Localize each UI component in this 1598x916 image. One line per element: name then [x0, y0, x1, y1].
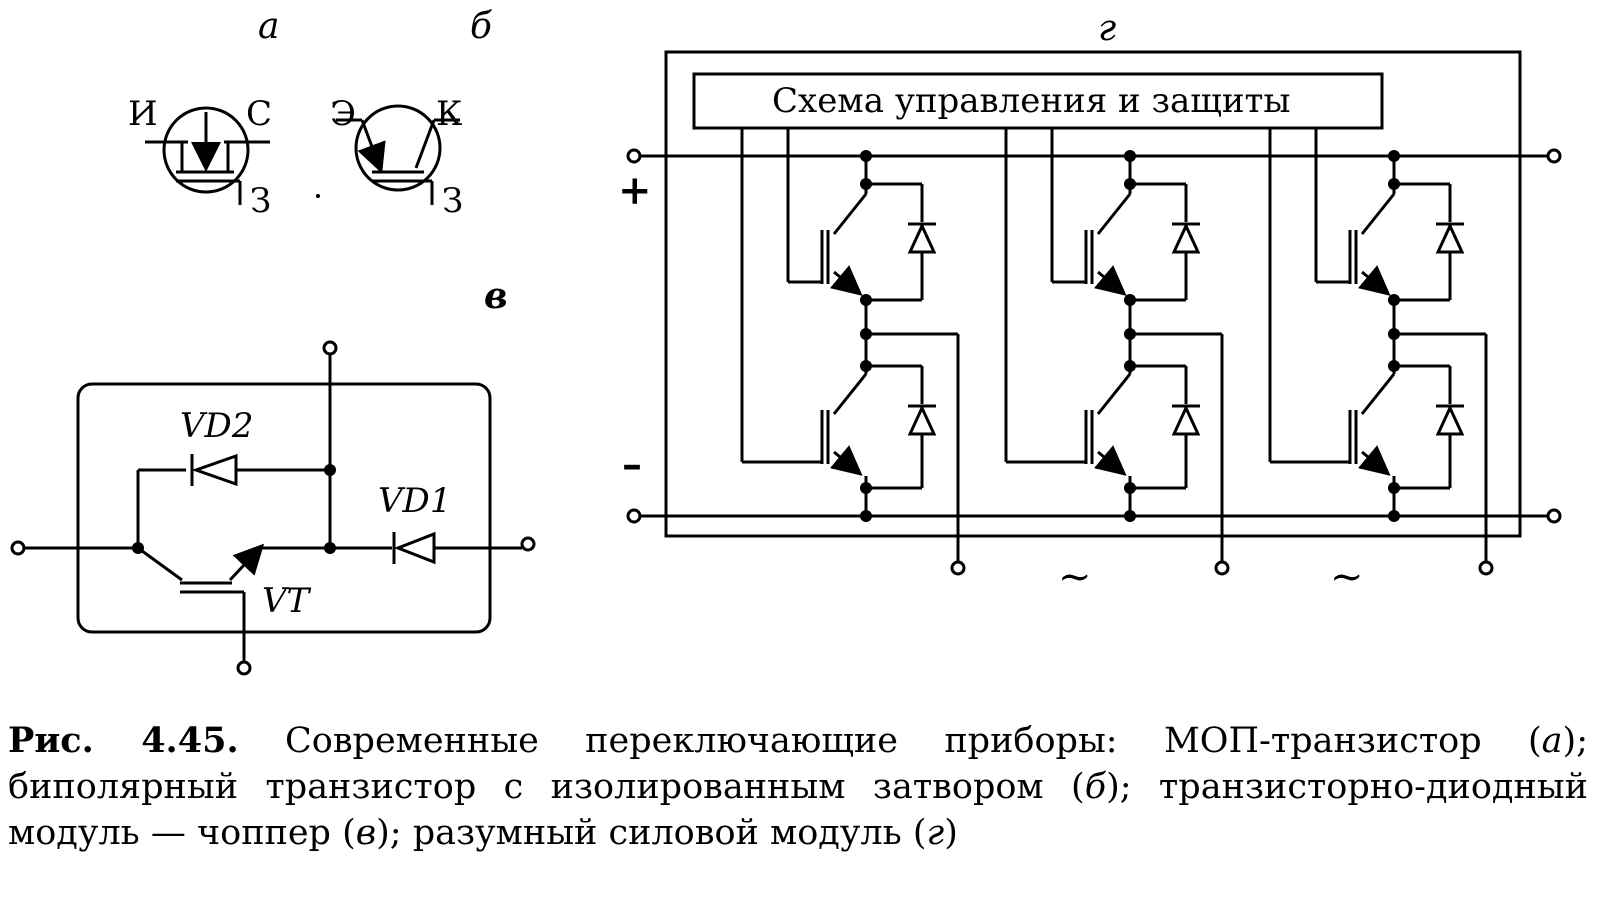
pin-gate-label-b: З: [442, 181, 463, 221]
caption-ref-a: а: [1541, 721, 1563, 761]
igbt-leg-1-nodes: [860, 150, 872, 522]
ac-label-1: ~: [1058, 554, 1092, 600]
igbt-leg-1: [740, 128, 966, 576]
vd2-label: VD2: [180, 406, 253, 446]
circuit-figure: а И С З б Э К З в: [10, 6, 1562, 676]
vt-label: VT: [262, 581, 312, 621]
plus-label: +: [618, 167, 652, 214]
stray-dot: [316, 194, 320, 198]
pin-collector-label: К: [436, 94, 462, 134]
panel-b-letter: б: [470, 6, 493, 47]
figure-caption: Рис. 4.45. Современные переключающие при…: [8, 718, 1588, 856]
control-block-label: Схема управления и защиты: [772, 81, 1290, 121]
pin-emitter-label: Э: [330, 94, 356, 134]
ac-label-2: ~: [1330, 554, 1364, 600]
caption-text-4: ); разумный силовой модуль (: [376, 813, 927, 853]
caption-text-1: Современные переключающие приборы: МОП-т…: [238, 721, 1542, 761]
panel-a-letter: а: [258, 6, 279, 47]
caption-text-5: ): [944, 813, 958, 853]
panel-a-mosfet: [145, 106, 270, 205]
caption-ref-b: б: [1084, 767, 1107, 807]
vd1-label: VD1: [378, 481, 451, 521]
minus-label: –: [622, 441, 642, 488]
panel-v-letter: в: [484, 275, 508, 317]
panel-g-letter: г: [1098, 8, 1116, 49]
panel-v-nodes: [132, 464, 336, 554]
pin-gate-label-a: З: [250, 181, 271, 221]
panel-b-igbt: [336, 104, 460, 205]
pin-drain-label: С: [246, 94, 272, 134]
panel-g-frame: [626, 50, 1562, 538]
igbt-leg-2: [1006, 128, 1228, 574]
caption-label: Рис. 4.45.: [8, 720, 239, 761]
caption-ref-g: г: [926, 813, 945, 853]
pin-source-label: И: [128, 94, 158, 134]
caption-ref-v: в: [355, 813, 377, 853]
igbt-leg-3-nodes: [1388, 150, 1400, 522]
panel-v-chopper: [10, 340, 536, 676]
caption-text-3: ); транзисторно-диодный модуль — чоппер …: [8, 767, 1588, 853]
caption-text-2: ); биполярный транзистор с изолированным…: [8, 721, 1588, 807]
igbt-leg-3: [1270, 128, 1492, 574]
igbt-leg-2-nodes: [1124, 150, 1136, 522]
